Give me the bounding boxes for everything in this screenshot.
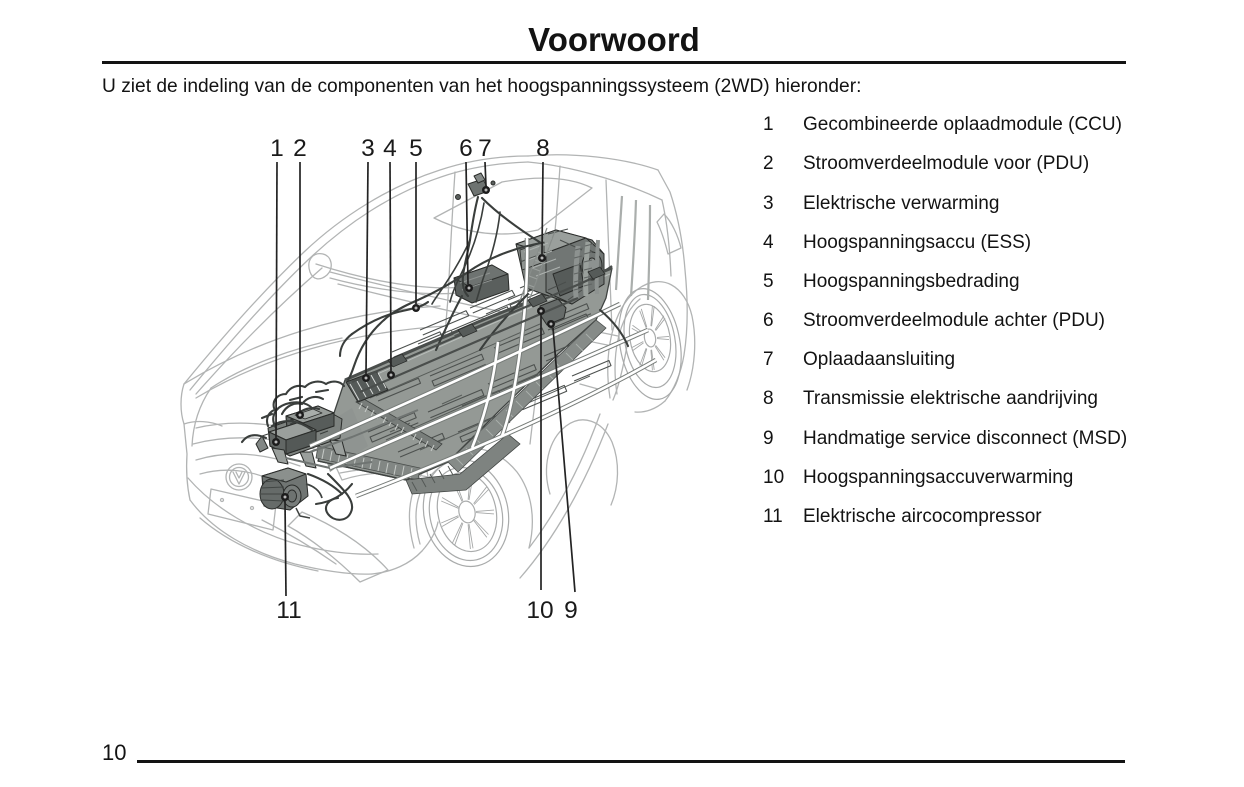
- svg-text:5: 5: [409, 135, 423, 162]
- svg-text:4: 4: [383, 135, 397, 162]
- svg-text:9: 9: [564, 597, 578, 624]
- svg-text:1: 1: [270, 135, 284, 162]
- svg-text:7: 7: [478, 135, 492, 162]
- svg-text:6: 6: [459, 135, 473, 162]
- svg-text:2: 2: [293, 135, 307, 162]
- svg-text:3: 3: [361, 135, 375, 162]
- svg-text:11: 11: [276, 597, 301, 624]
- svg-text:8: 8: [536, 135, 550, 162]
- svg-text:10: 10: [526, 597, 553, 624]
